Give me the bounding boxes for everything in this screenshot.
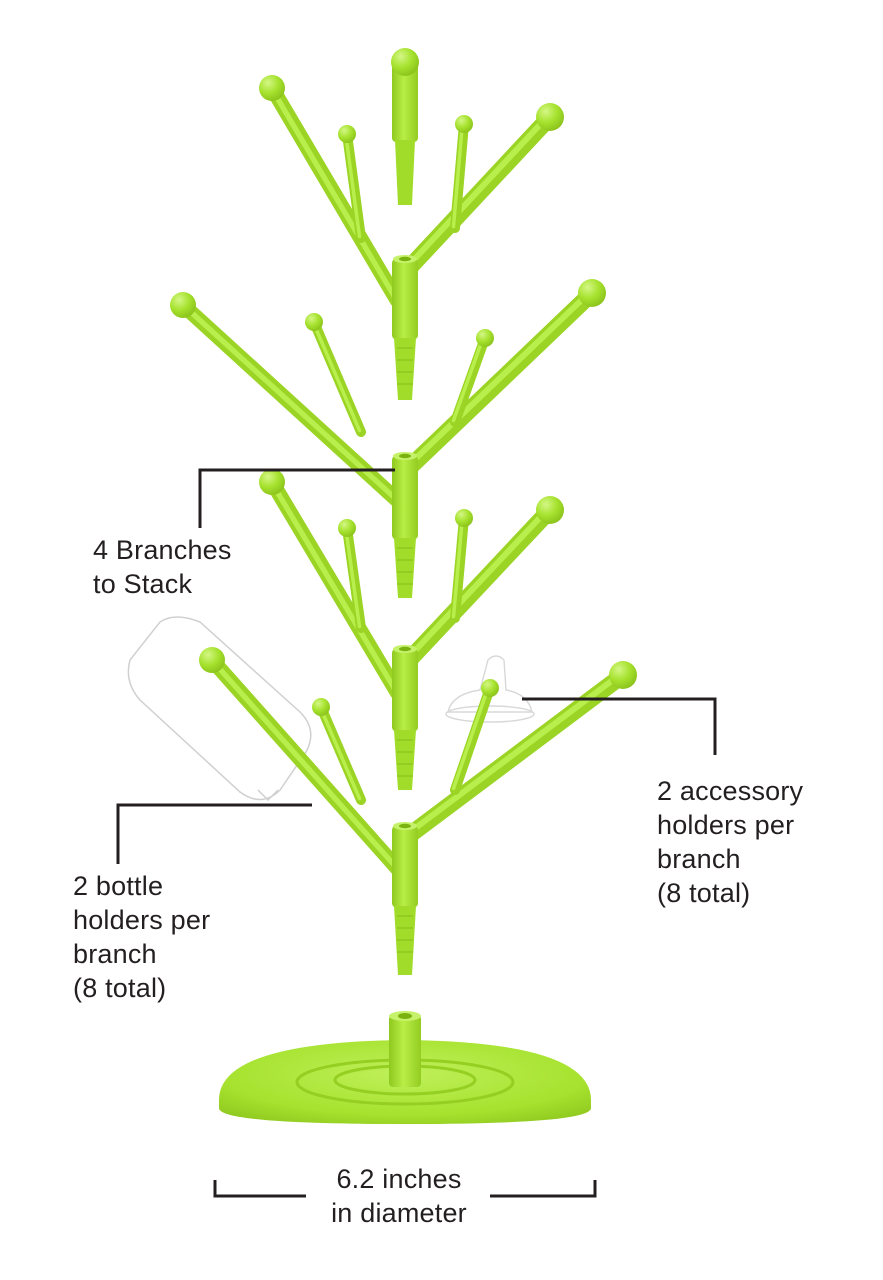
- accessory-holder-knob: [481, 679, 499, 697]
- accessory-holder-knob: [455, 509, 473, 527]
- branch-stem: [394, 538, 416, 598]
- bottle-callout-line: holders per: [73, 905, 211, 935]
- bottle-holder-arm-highlight: [267, 83, 399, 302]
- ghost-bottle-illustration: [127, 616, 312, 802]
- bottle-holder-arm-highlight: [406, 288, 594, 468]
- diameter-callout-line: 6.2 inches: [336, 1164, 462, 1194]
- top-cap-tip: [395, 140, 415, 205]
- bottle-holder-arm-highlight: [406, 112, 552, 268]
- bottle-holder-knob: [170, 292, 196, 318]
- branch-tier-1: [259, 75, 564, 400]
- accessory-holder-knob: [338, 125, 356, 143]
- accessory-callout-line: 2 accessory: [657, 776, 804, 806]
- bottle-holder-knob: [199, 647, 225, 673]
- accessory-holder-knob: [455, 115, 473, 133]
- accessory-callout-line: branch: [657, 844, 741, 874]
- bottle-leader-line: [116, 803, 312, 864]
- accessory-holder-peg-highlight: [451, 334, 486, 423]
- branch-hub: [392, 455, 418, 540]
- branches-callout-line: 4 Branches: [93, 535, 232, 565]
- accessory-holder-peg-highlight: [451, 514, 465, 619]
- branches-callout-line: to Stack: [93, 569, 193, 599]
- branches-leader-line: [198, 468, 395, 528]
- branch-stem: [394, 730, 416, 790]
- bottle-callout-line: 2 bottle: [73, 871, 164, 901]
- rack-base: [219, 1011, 591, 1124]
- accessory-holder-peg-highlight: [451, 684, 491, 791]
- bottle-holders-callout: 2 bottle holders per branch (8 total): [73, 869, 210, 1005]
- branches-callout: 4 Branches to Stack: [93, 533, 232, 601]
- branch-tier-2: [170, 279, 606, 598]
- branch-hub-hole: [399, 646, 411, 652]
- bottle-holder-knob: [578, 279, 606, 307]
- top-cap-knob: [391, 48, 419, 76]
- accessory-holder-peg: [450, 333, 490, 427]
- top-cap-post: [392, 64, 418, 142]
- accessory-holder-peg-highlight: [317, 703, 362, 801]
- bottle-holder-arm-highlight: [207, 655, 399, 870]
- accessory-holder-peg-highlight: [343, 524, 362, 629]
- accessory-holder-knob: [305, 313, 323, 331]
- bottle-holder-arm-highlight: [406, 505, 552, 660]
- branch-tiers: [170, 48, 637, 975]
- bottle-holder-arm-highlight: [406, 670, 625, 836]
- branch-hub-hole: [399, 823, 411, 829]
- accessory-callout-line: (8 total): [657, 878, 751, 908]
- top-cap: [391, 48, 419, 205]
- bottle-callout-line: branch: [73, 939, 157, 969]
- bottle-holder-arm-highlight: [267, 477, 399, 694]
- leader-lines: [116, 468, 717, 1198]
- accessory-callout-line: holders per: [657, 810, 795, 840]
- accessory-holder-peg: [450, 683, 495, 795]
- branch-hub: [392, 825, 418, 908]
- accessory-holder-peg-highlight: [310, 318, 362, 433]
- accessory-holder-knob: [312, 698, 330, 716]
- bottle-holder-knob: [536, 103, 564, 131]
- accessory-leader-line: [522, 697, 717, 755]
- bottle-holder-knob: [259, 75, 285, 101]
- branch-hub: [392, 258, 418, 340]
- branch-tier-3: [259, 469, 564, 790]
- diameter-callout-line: in diameter: [331, 1198, 467, 1228]
- branch-hub-hole: [399, 453, 411, 459]
- bottle-holder-knob: [609, 661, 637, 689]
- branch-hub-hole: [399, 256, 411, 262]
- accessory-holder-knob: [338, 519, 356, 537]
- bottle-callout-line: (8 total): [73, 973, 167, 1003]
- diameter-bracket-right: [490, 1180, 597, 1198]
- diameter-callout: 6.2 inches in diameter: [309, 1162, 489, 1230]
- branch-hub: [392, 648, 418, 732]
- accessory-holder-peg-highlight: [343, 130, 362, 239]
- bottle-holder-knob: [259, 469, 285, 495]
- accessory-holders-callout: 2 accessory holders per branch (8 total): [657, 774, 803, 910]
- bottle-holder-knob: [536, 496, 564, 524]
- diameter-bracket-left: [213, 1180, 306, 1198]
- bottle-holder-arm-highlight: [178, 300, 399, 502]
- accessory-holder-peg-highlight: [451, 120, 465, 229]
- accessory-holder-knob: [476, 329, 494, 347]
